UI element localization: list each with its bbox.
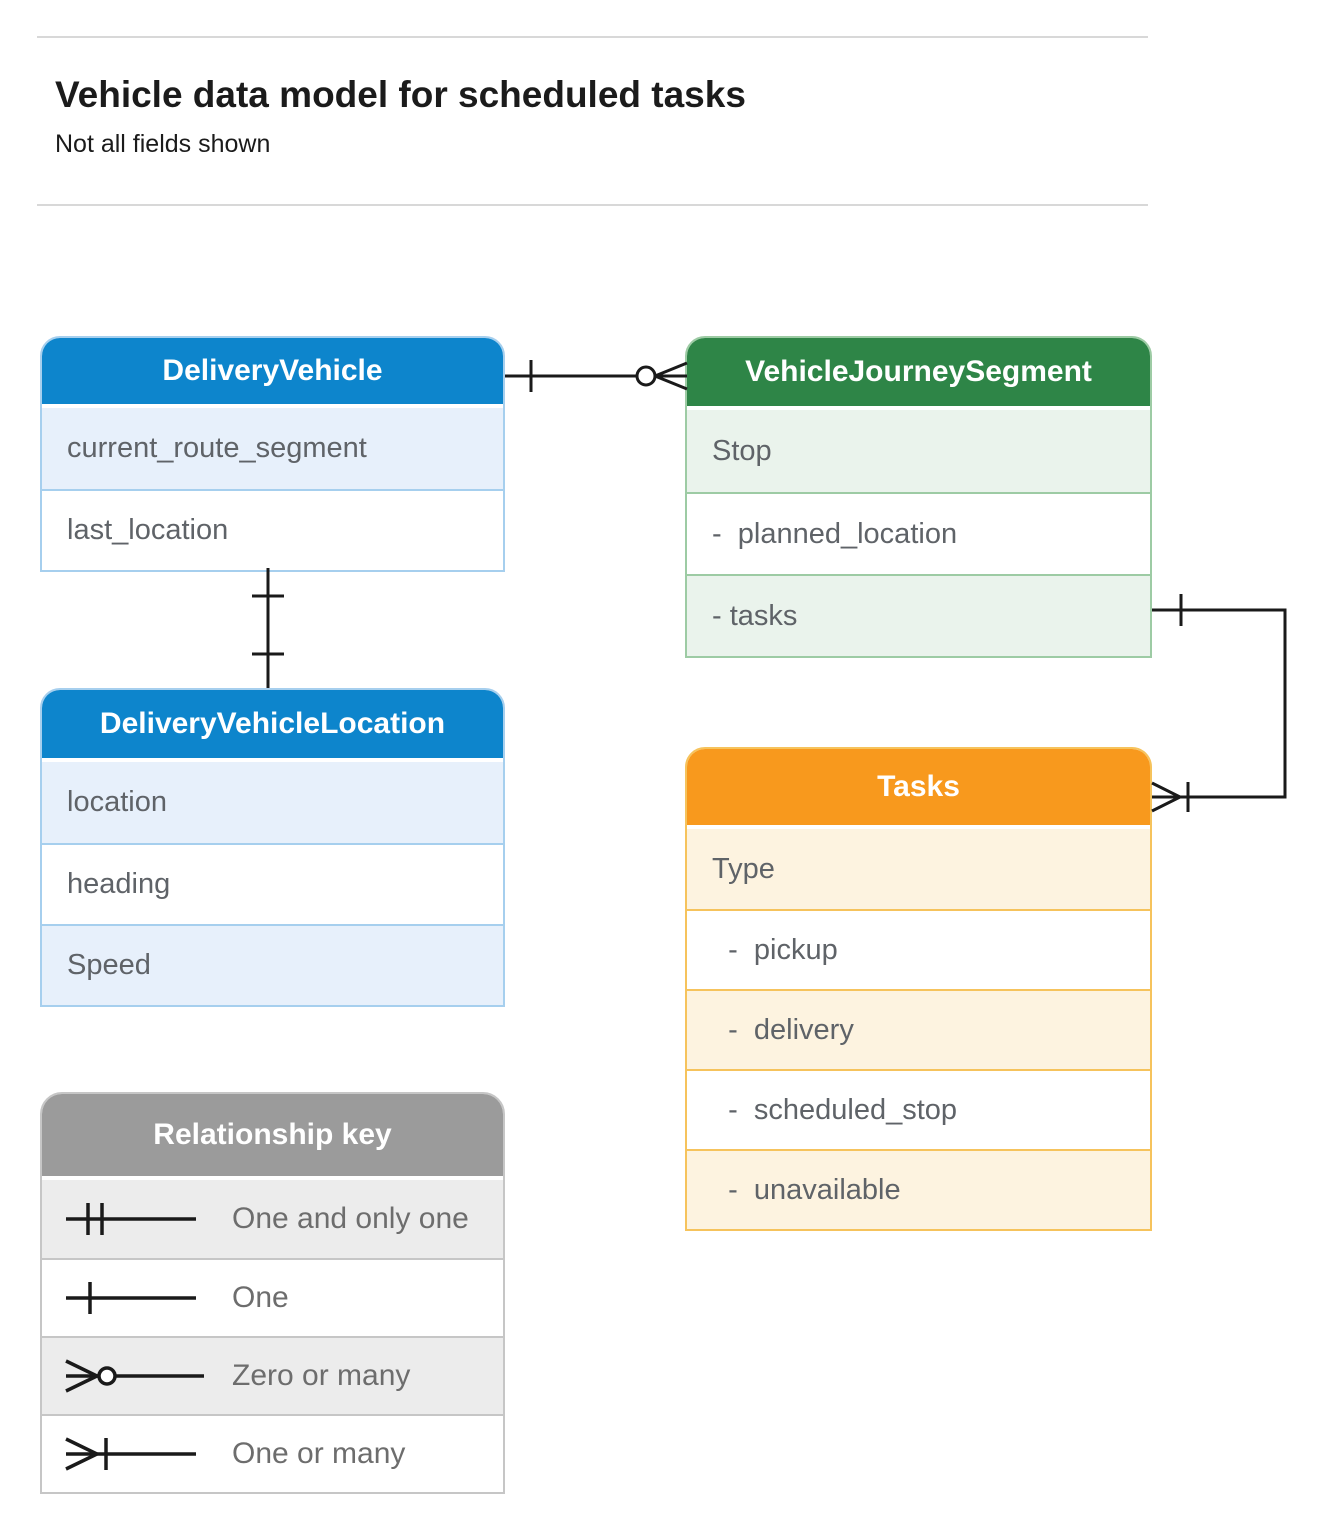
key-label: One and only one — [232, 1202, 469, 1235]
crow-foot-icon — [1151, 781, 1181, 813]
page-title: Vehicle data model for scheduled tasks — [55, 74, 746, 115]
one-or-many-icon — [65, 1437, 196, 1471]
field-row: heading — [42, 843, 503, 924]
field-row: current_route_segment — [42, 408, 503, 489]
connector-vehiclejourneysegment-tasks — [1151, 594, 1287, 813]
entity-field-list: Stop - planned_location - tasks — [687, 410, 1150, 656]
zero-or-many-icon — [65, 1359, 204, 1393]
zero-circle — [635, 365, 657, 387]
key-row: One — [42, 1258, 503, 1336]
entity-title: DeliveryVehicleLocation — [42, 690, 503, 762]
field-row: - pickup — [687, 909, 1150, 989]
key-row: One and only one — [42, 1180, 503, 1258]
entity-field-list: location heading Speed — [42, 762, 503, 1005]
field-row: Type — [687, 829, 1150, 909]
key-label: One or many — [232, 1437, 406, 1470]
field-row: - scheduled_stop — [687, 1069, 1150, 1149]
relationship-key-title: Relationship key — [42, 1094, 503, 1180]
key-label: One — [232, 1281, 289, 1314]
one-icon — [66, 1282, 196, 1314]
field-row: last_location — [42, 489, 503, 570]
key-row: Zero or many — [42, 1336, 503, 1414]
page-subtitle: Not all fields shown — [55, 130, 271, 158]
field-row: location — [42, 762, 503, 843]
relationship-key: Relationship key One and only one One — [40, 1092, 505, 1494]
entity-title: VehicleJourneySegment — [687, 338, 1150, 410]
connector-deliveryvehicle-vehiclejourneysegment — [505, 360, 688, 392]
entity-field-list: current_route_segment last_location — [42, 408, 503, 570]
crow-foot-icon — [654, 361, 688, 391]
field-row: - tasks — [687, 574, 1150, 656]
entity-field-list: Type - pickup - delivery - scheduled_sto… — [687, 829, 1150, 1229]
entity-vehicle-journey-segment: VehicleJourneySegment Stop - planned_loc… — [685, 336, 1152, 658]
field-row: Stop — [687, 410, 1150, 492]
key-label: Zero or many — [232, 1359, 411, 1392]
field-row: - delivery — [687, 989, 1150, 1069]
relationship-key-list: One and only one One Zero or many — [42, 1180, 503, 1492]
entity-title: DeliveryVehicle — [42, 338, 503, 408]
entity-tasks: Tasks Type - pickup - delivery - schedul… — [685, 747, 1152, 1231]
top-divider — [37, 36, 1148, 38]
key-row: One or many — [42, 1414, 503, 1492]
one-and-only-one-icon — [66, 1203, 196, 1235]
header-divider — [37, 204, 1148, 206]
entity-delivery-vehicle-location: DeliveryVehicleLocation location heading… — [40, 688, 505, 1007]
entity-title: Tasks — [687, 749, 1150, 829]
connector-deliveryvehicle-deliveryvehiclelocation — [252, 568, 284, 688]
field-row: Speed — [42, 924, 503, 1005]
entity-delivery-vehicle: DeliveryVehicle current_route_segment la… — [40, 336, 505, 572]
field-row: - planned_location — [687, 492, 1150, 574]
field-row: - unavailable — [687, 1149, 1150, 1229]
